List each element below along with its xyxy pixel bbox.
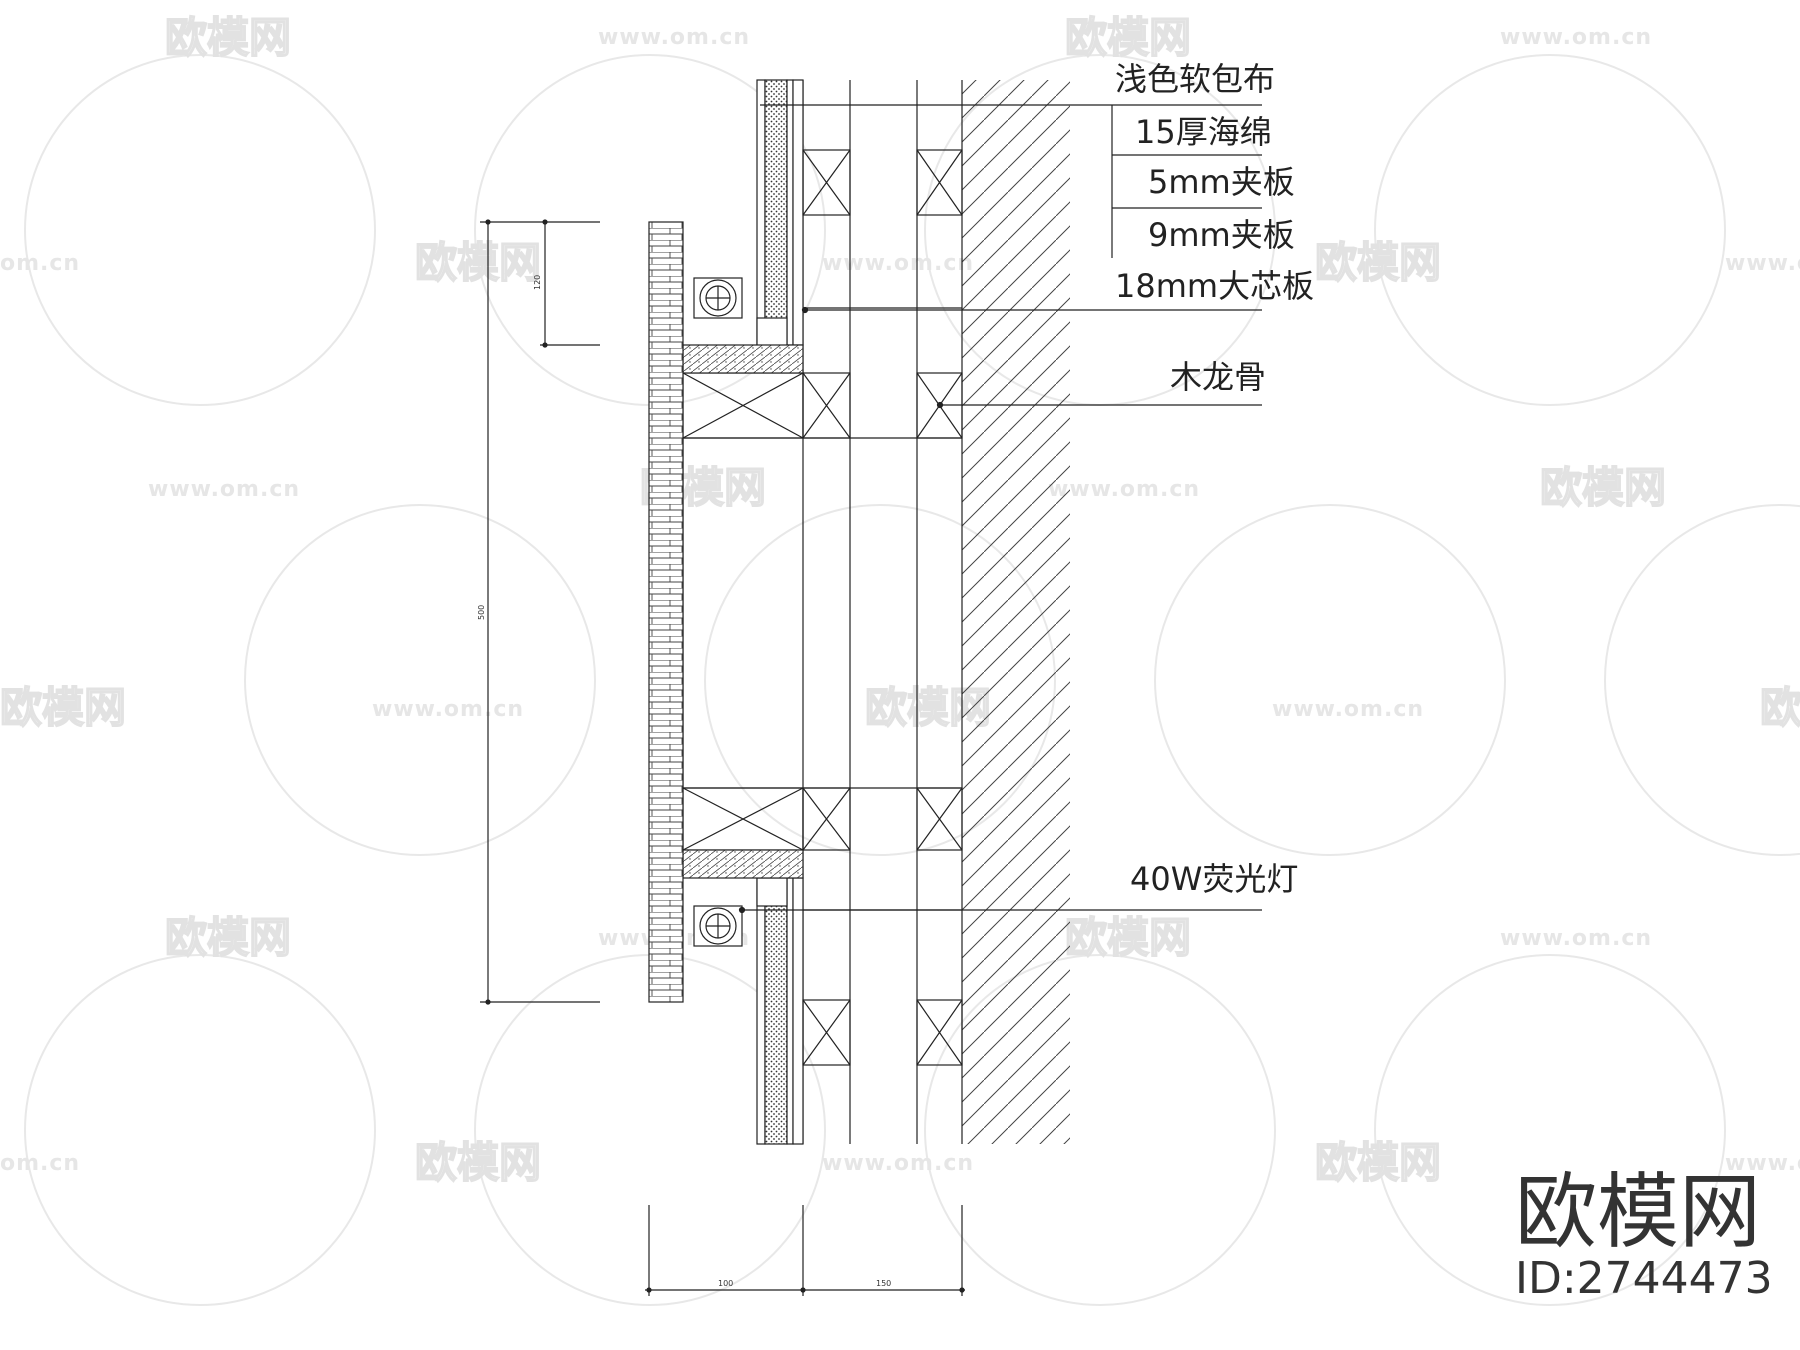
panel-sponge-upper xyxy=(764,79,788,346)
watermark-logo: 欧模网 xyxy=(1540,463,1666,512)
watermark-logo: 欧模网 xyxy=(1315,1138,1441,1187)
label-fabric: 浅色软包布 xyxy=(1115,60,1275,98)
keel-mid-lower xyxy=(682,787,963,851)
watermark-logo: 欧模网 xyxy=(1065,13,1191,62)
panel-fabric-lower xyxy=(756,877,766,1145)
panel-edge-upper xyxy=(756,317,788,347)
panel-edge-lower xyxy=(756,877,788,907)
dim-text-120: 120 xyxy=(533,275,542,290)
panel-fabric-upper xyxy=(756,79,766,346)
label-plywood-9: 9mm夹板 xyxy=(1148,216,1295,254)
watermark-logo: 欧模网 xyxy=(415,238,541,287)
label-fluorescent: 40W荧光灯 xyxy=(1130,860,1298,898)
watermark-url: www.om.cn xyxy=(1500,926,1652,951)
keel-upper xyxy=(802,149,963,216)
brand-name: 欧模网 xyxy=(1515,1165,1761,1260)
wall-hatch xyxy=(962,80,1070,1144)
label-sponge: 15厚海绵 xyxy=(1135,113,1272,151)
watermark-logo: 欧模网 xyxy=(165,13,291,62)
panel-sponge-lower xyxy=(764,877,788,1145)
watermark-logo: 欧模网 xyxy=(1760,683,1800,732)
label-wood-keel: 木龙骨 xyxy=(1170,358,1266,396)
brand-id: ID:2744473 xyxy=(1515,1253,1773,1304)
panel-ply9-upper xyxy=(792,79,804,346)
fluorescent-lamp-lower xyxy=(693,905,743,947)
watermark-url: om.cn xyxy=(0,251,80,276)
dim-text-100: 100 xyxy=(718,1279,733,1288)
watermark-url: www.om.cn xyxy=(372,697,524,722)
watermark-url: www.om.cn xyxy=(1048,477,1200,502)
watermark-url: www.om.cn xyxy=(1725,1151,1800,1176)
keel-lower xyxy=(802,999,963,1066)
watermark-logo: 欧模网 xyxy=(165,913,291,962)
watermark-url: www.om.cn xyxy=(1500,25,1652,50)
blockboard-upper xyxy=(682,344,804,374)
watermark-logo: 欧模网 xyxy=(1065,913,1191,962)
watermark-url: www.om.cn xyxy=(598,25,750,50)
watermark-url: www.om.cn xyxy=(822,1151,974,1176)
watermark-logo: 欧模网 xyxy=(1315,238,1441,287)
watermark-url: www.om.cn xyxy=(148,477,300,502)
label-plywood-5: 5mm夹板 xyxy=(1148,163,1295,201)
label-blockboard-18: 18mm大芯板 xyxy=(1115,267,1314,305)
watermark-url: www.om.cn xyxy=(1272,697,1424,722)
watermark-logo: 欧模网 xyxy=(0,683,126,732)
watermark-url: www.om.cn xyxy=(1725,251,1800,276)
watermark-logo: 欧模网 xyxy=(415,1138,541,1187)
watermark-layer: 欧模网 欧模网 www.om.cn www.om.cn om.cn 欧模网 ww… xyxy=(0,12,1800,1306)
dim-text-150: 150 xyxy=(876,1279,891,1288)
watermark-url: www.om.cn xyxy=(822,251,974,276)
panel-ply5-lower xyxy=(786,877,794,1145)
fluorescent-lamp-upper xyxy=(693,277,743,319)
panel-ply5-upper xyxy=(786,79,794,346)
panel-ply9-lower xyxy=(792,877,804,1145)
dim-text-500: 500 xyxy=(477,605,486,620)
blockboard-lower xyxy=(682,849,804,879)
front-panel xyxy=(648,221,684,1003)
keel-mid-upper xyxy=(682,372,963,439)
watermark-url: om.cn xyxy=(0,1151,80,1176)
section-drawing xyxy=(480,79,1262,1296)
